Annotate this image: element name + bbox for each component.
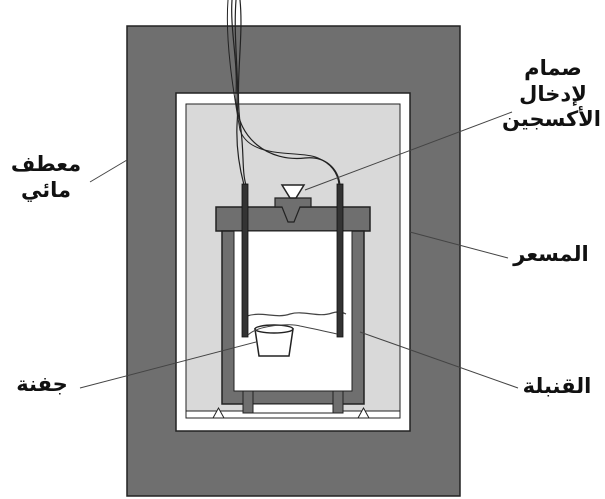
electrode-left: [241, 183, 249, 338]
label-bomb: القنبلة: [522, 374, 592, 398]
fuse-wire: [247, 324, 338, 336]
oxygen-valve-body: [274, 197, 312, 223]
label-oxygen-valve: صمام لإدخال الأكسجين: [501, 56, 601, 133]
leader-crucible: [79, 341, 257, 389]
support-foot-left: [212, 406, 225, 419]
label-crucible: جفنة: [16, 372, 68, 396]
label-oxygen-valve-line-2: لإدخال: [519, 81, 587, 106]
bomb-base-left: [242, 390, 254, 414]
label-water-jacket-line-1: معطف: [10, 152, 82, 176]
leader-bomb: [359, 331, 519, 389]
leader-oxygen-valve: [304, 111, 513, 191]
crucible-rim: [254, 324, 294, 334]
label-calorimeter: المسعر: [513, 242, 589, 266]
bomb-base-plate: [252, 403, 334, 414]
bomb-base-right: [332, 390, 344, 414]
bomb-interior: [233, 230, 353, 392]
label-water-jacket: معطف مائي: [4, 152, 88, 203]
leader-water-jacket: [89, 159, 128, 183]
label-water-jacket-line-2: مائي: [20, 177, 72, 202]
electrode-right: [336, 183, 344, 338]
oxygen-valve-funnel: [280, 184, 306, 199]
label-oxygen-valve-line-3: الأكسجين: [501, 107, 601, 132]
leader-calorimeter: [409, 231, 509, 259]
ignition-wire-right-b: [226, 0, 340, 186]
label-oxygen-valve-line-1: صمام: [524, 56, 582, 80]
support-foot-right: [357, 406, 370, 419]
